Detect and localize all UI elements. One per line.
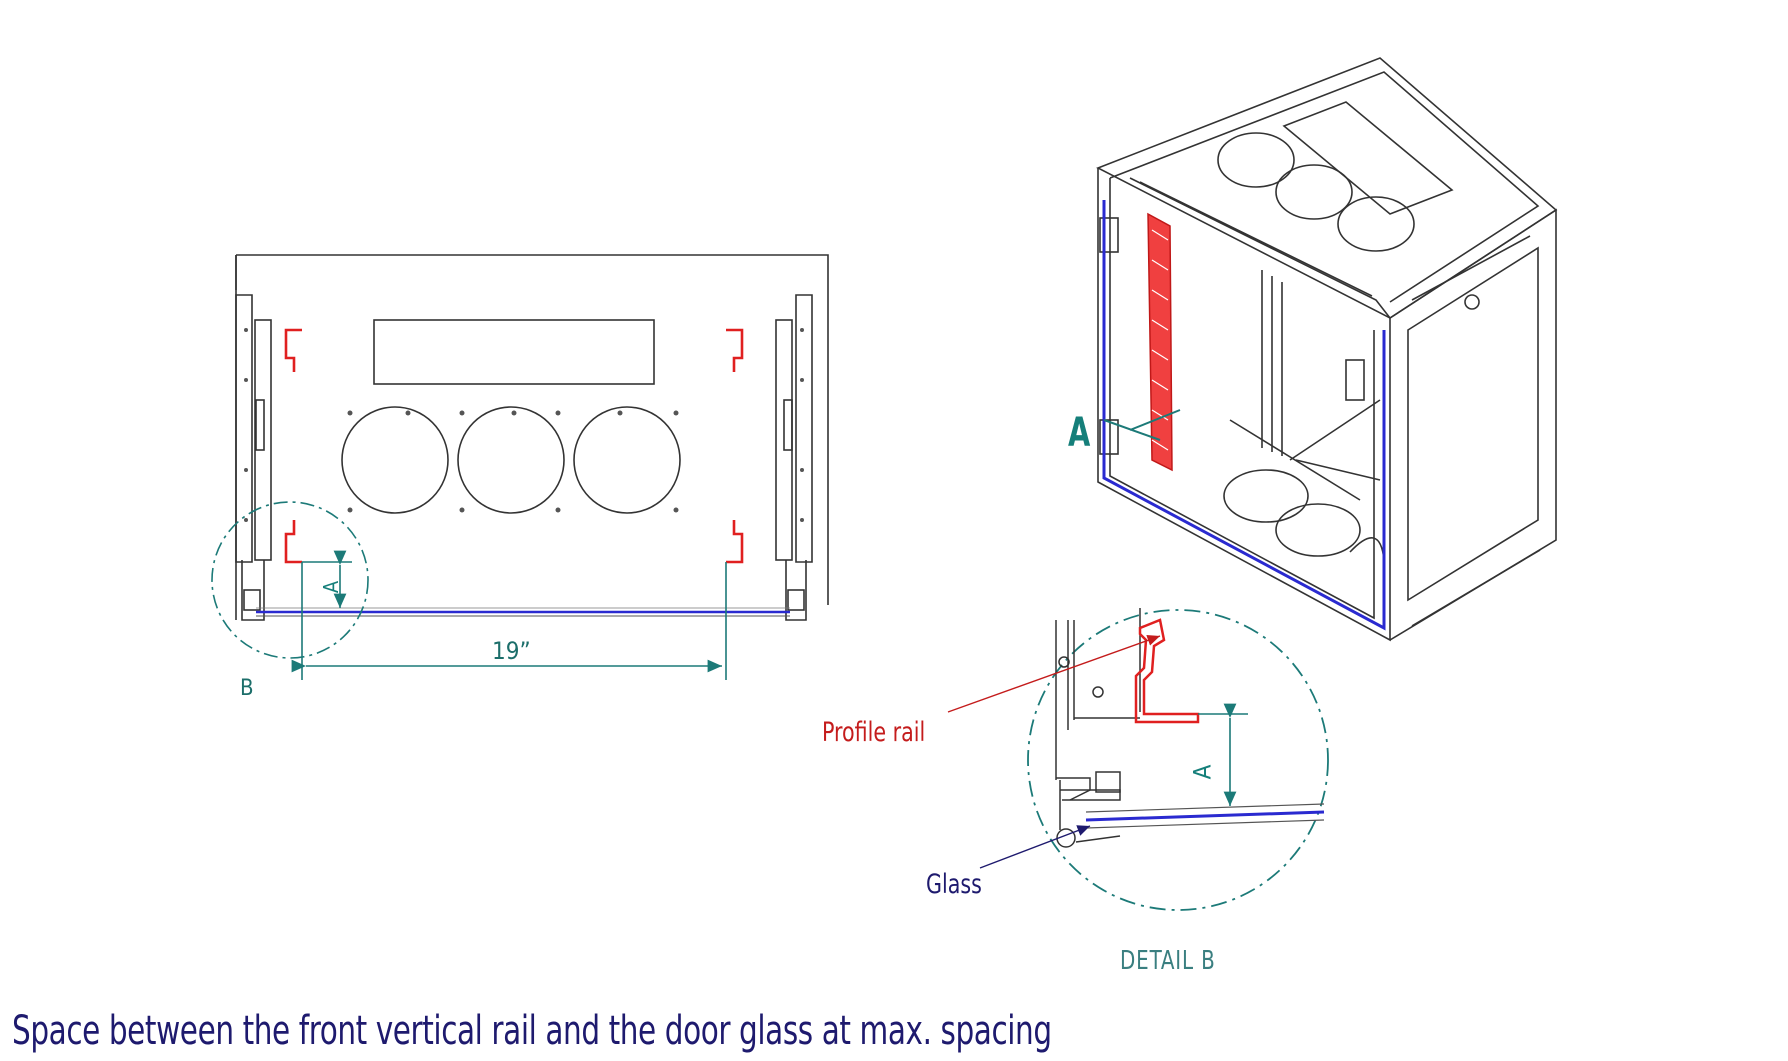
dimension-a-detail-label: A bbox=[1188, 764, 1217, 780]
cable-opening bbox=[573, 406, 681, 514]
detail-circle-b bbox=[211, 501, 369, 659]
detail-circle-label: B bbox=[240, 676, 254, 701]
profile-rail-label: Profile rail bbox=[822, 717, 926, 748]
detail-b-circle bbox=[1027, 609, 1329, 911]
detail-profile-rail bbox=[1134, 618, 1200, 724]
glass-label: Glass bbox=[926, 869, 982, 900]
profile-rail-leader bbox=[947, 634, 1161, 713]
detail-view bbox=[1027, 608, 1329, 911]
detail-glass bbox=[1085, 810, 1325, 822]
detail-title: DETAIL B bbox=[1120, 946, 1216, 976]
left-side-wall bbox=[235, 294, 253, 563]
glass-leader bbox=[979, 825, 1091, 869]
profile-rails-front bbox=[284, 328, 744, 564]
cable-opening bbox=[457, 406, 565, 514]
caption: Space between the front vertical rail an… bbox=[12, 1008, 1052, 1054]
iso-glass-edge bbox=[1102, 200, 1386, 631]
right-side-wall bbox=[795, 294, 813, 563]
dimension-a-front-label: A bbox=[319, 580, 344, 594]
iso-marker-line bbox=[1103, 409, 1181, 441]
iso-profile-rail bbox=[1147, 212, 1173, 472]
vent-slot bbox=[373, 319, 655, 385]
front-view bbox=[235, 254, 829, 621]
iso-right-side bbox=[1389, 208, 1557, 641]
iso-front-frame bbox=[1097, 168, 1391, 642]
cable-opening bbox=[341, 406, 449, 514]
dimension-19in-label: 19” bbox=[492, 637, 531, 665]
iso-view bbox=[1096, 57, 1558, 642]
cabinet-outline bbox=[235, 254, 829, 620]
dimensions-front bbox=[211, 501, 727, 680]
iso-marker-label: A bbox=[1068, 410, 1091, 456]
